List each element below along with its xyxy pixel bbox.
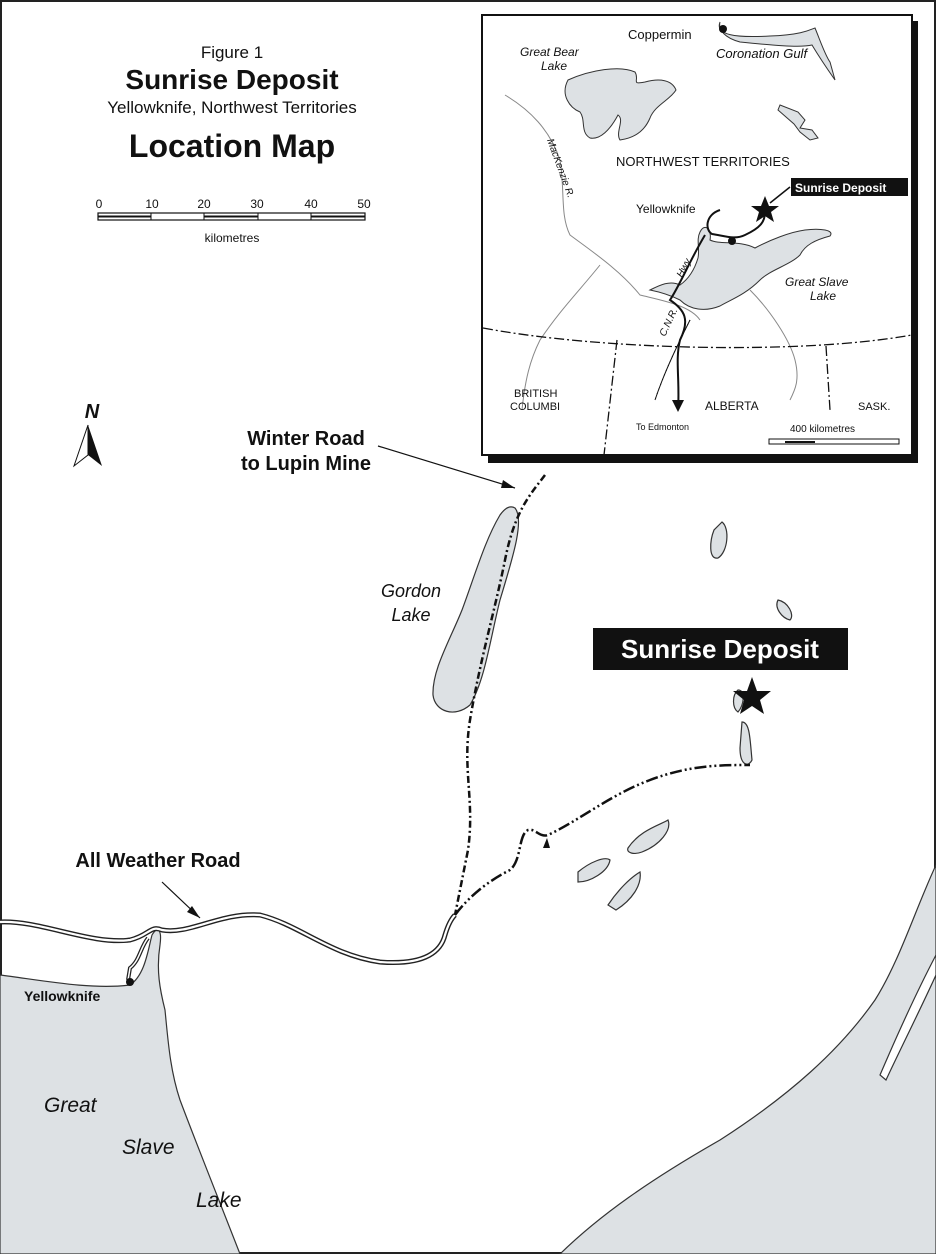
gordon-lake-label-2: Lake bbox=[391, 605, 430, 625]
island bbox=[879, 954, 936, 1081]
inset-nwt: NORTHWEST TERRITORIES bbox=[616, 154, 790, 169]
deposit-title: Sunrise Deposit bbox=[125, 64, 338, 95]
great-slave-label-3: Lake bbox=[196, 1189, 242, 1212]
inset-coronation-gulf: Coronation Gulf bbox=[716, 46, 808, 61]
scale-tick: 30 bbox=[250, 197, 264, 211]
scale-tick: 50 bbox=[357, 197, 371, 211]
inset-bc: BRITISH bbox=[514, 388, 557, 400]
scale-tick: 10 bbox=[145, 197, 159, 211]
inset-great-bear: Great Bear bbox=[520, 45, 580, 59]
inset-great-slave: Great Slave bbox=[785, 275, 849, 289]
deposit-star-icon bbox=[733, 677, 771, 714]
scale-bar bbox=[97, 212, 366, 221]
inset-sask: SASK. bbox=[858, 401, 890, 413]
inset-alberta: ALBERTA bbox=[705, 399, 759, 413]
inset-bc-2: COLUMBI bbox=[510, 401, 560, 413]
scale-tick: 0 bbox=[96, 197, 103, 211]
inset-deposit-label: Sunrise Deposit bbox=[795, 181, 886, 195]
winter-road-leader bbox=[377, 445, 516, 489]
great-slave-lake-west bbox=[0, 929, 241, 1254]
great-slave-lake-east bbox=[559, 864, 936, 1254]
gordon-lake-label: Gordon bbox=[381, 581, 441, 601]
great-slave-label-1: Great bbox=[44, 1094, 98, 1117]
scale-tick: 20 bbox=[197, 197, 211, 211]
inset-yellowknife: Yellowknife bbox=[636, 202, 696, 216]
map-type-title: Location Map bbox=[129, 128, 335, 164]
inset-great-slave-2: Lake bbox=[810, 289, 836, 303]
figure-number: Figure 1 bbox=[201, 43, 263, 62]
scale-tick: 40 bbox=[304, 197, 318, 211]
north-label: N bbox=[85, 401, 100, 423]
north-arrow-icon bbox=[72, 424, 102, 468]
winter-road bbox=[453, 474, 546, 916]
small-lakes bbox=[577, 521, 793, 911]
scale-unit: kilometres bbox=[205, 231, 260, 245]
deposit-label: Sunrise Deposit bbox=[621, 634, 819, 664]
winter-road-label-2: to Lupin Mine bbox=[241, 453, 371, 475]
inset-map bbox=[481, 14, 918, 463]
winter-road-label: Winter Road bbox=[247, 428, 365, 450]
yellowknife-label: Yellowknife bbox=[24, 988, 100, 1004]
inset-to-edmonton: To Edmonton bbox=[636, 422, 689, 432]
inset-coppermin: Coppermin bbox=[628, 27, 692, 42]
gordon-lake bbox=[432, 506, 520, 713]
access-road bbox=[454, 763, 751, 916]
yellowknife-dot bbox=[126, 978, 134, 986]
great-slave-label-2: Slave bbox=[122, 1136, 175, 1159]
location-subtitle: Yellowknife, Northwest Territories bbox=[107, 98, 356, 117]
all-weather-road-label: All Weather Road bbox=[75, 850, 240, 872]
inset-great-bear-2: Lake bbox=[541, 59, 567, 73]
inset-scale: 400 kilometres bbox=[790, 424, 855, 435]
